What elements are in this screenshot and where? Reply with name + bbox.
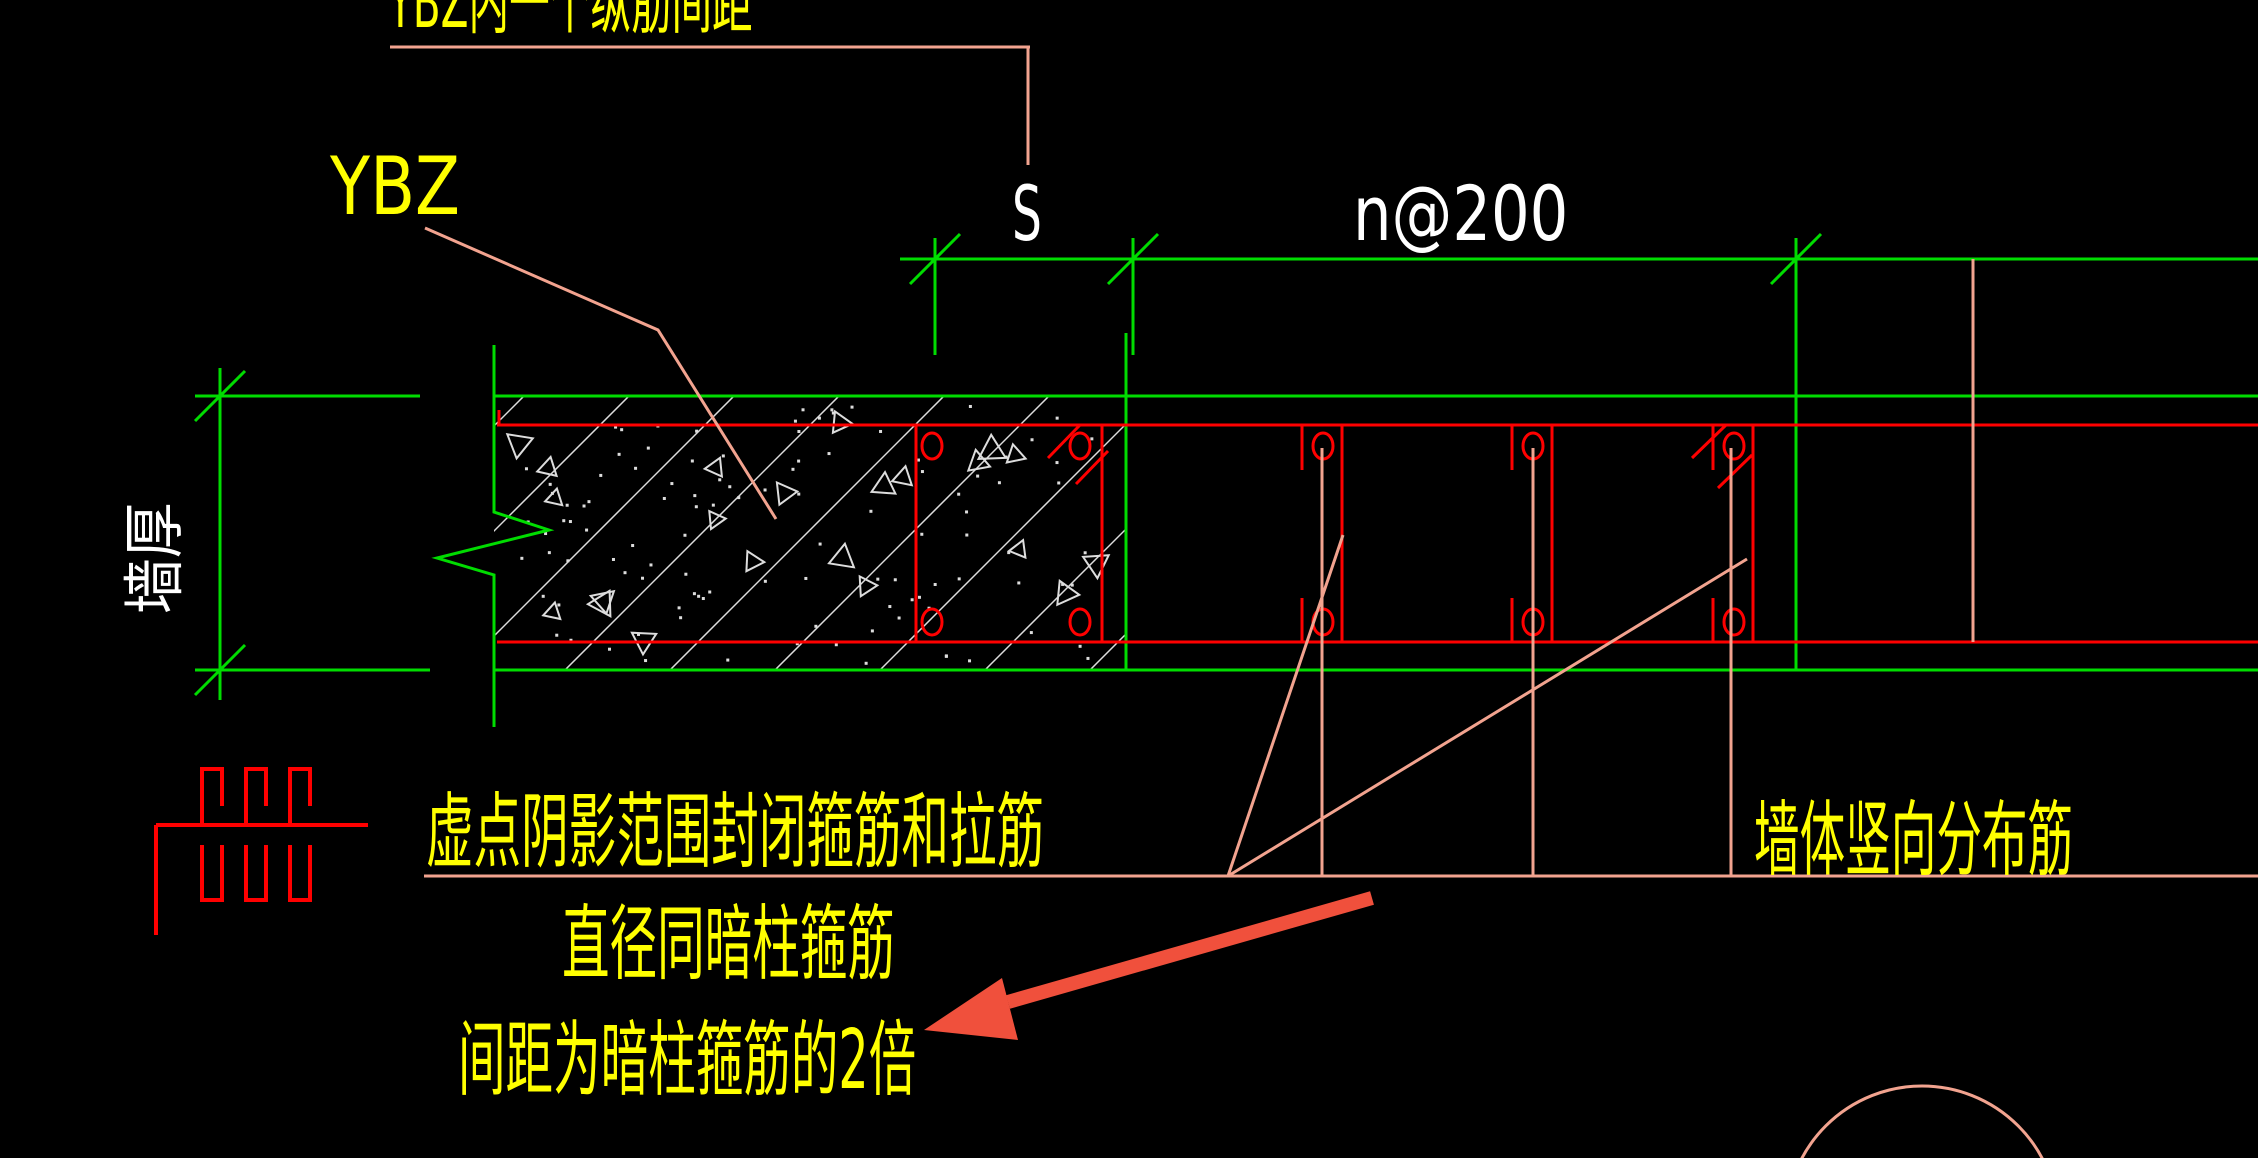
- detail-hook-top: [244, 767, 268, 825]
- note-line-3: 间距为暗柱箍筋的2倍: [458, 1012, 916, 1107]
- detail-hook-bottom: [200, 845, 224, 902]
- detail-bubble-circle: [1800, 1084, 2044, 1158]
- note-line-1: 虚点阴影范围封闭箍筋和拉筋: [426, 784, 1044, 879]
- detail-hook-bottom: [244, 845, 268, 902]
- dimension-lines-green: [193, 232, 2258, 727]
- annotation-arrow: [924, 891, 1374, 1040]
- detail-hook-bottom: [288, 845, 312, 902]
- text-layer: YBZ内一个纵筋间距 YBZ S n@200 墙厚 虚点阴影范围封闭箍筋和拉筋 …: [118, 0, 2073, 1108]
- tie-hook-detail: [154, 767, 368, 935]
- detail-hook-top: [200, 767, 224, 825]
- arrow-head: [924, 978, 1018, 1040]
- break-line: [431, 345, 555, 727]
- dim-s-label: S: [1012, 169, 1042, 258]
- rebar-circle: [920, 431, 944, 461]
- rebar-circle: [1722, 431, 1746, 461]
- rebar-circle: [920, 607, 944, 637]
- thickness-tick-bottom: [193, 643, 247, 697]
- rebar-circle: [1068, 431, 1092, 461]
- ybz-label: YBZ: [329, 141, 460, 234]
- rebar-lines-red: [497, 410, 2258, 644]
- leader-lines: [390, 45, 2258, 1158]
- note-line-2: 直径同暗柱箍筋: [562, 896, 895, 991]
- hook-slash: [1046, 423, 1082, 460]
- note-leader-shallow: [1227, 557, 1748, 878]
- hook-slash: [1716, 453, 1754, 490]
- ybz-leader: [424, 226, 778, 520]
- rebar-circle: [1722, 607, 1746, 637]
- detail-hook-top: [288, 767, 312, 825]
- note-leader-steep: [1226, 534, 1345, 877]
- hook-slash: [1690, 423, 1728, 460]
- top-note-text: YBZ内一个纵筋间距: [387, 0, 752, 44]
- wall-thickness-label: 墙厚: [118, 502, 191, 614]
- thickness-tick-top: [193, 369, 247, 423]
- arrow-shaft: [1006, 891, 1374, 1009]
- dim-n200-label: n@200: [1353, 170, 1568, 258]
- hook-slash: [1074, 449, 1110, 486]
- right-note-text: 墙体竖向分布筋: [1754, 791, 2073, 887]
- concrete-speckles: [505, 404, 1111, 665]
- rebar-circle: [1068, 607, 1092, 637]
